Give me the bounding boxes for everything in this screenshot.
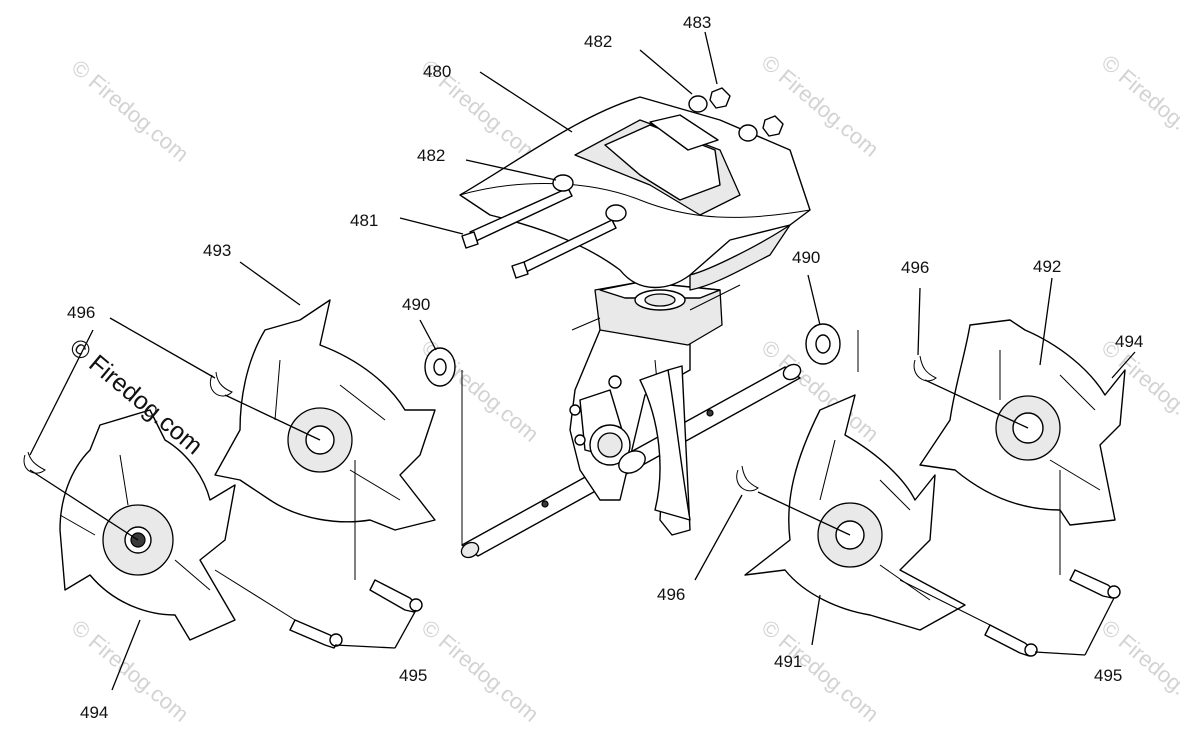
- callout-496-right: 496: [901, 258, 929, 277]
- callout-494-left: 494: [80, 703, 108, 722]
- clevis-pins: [289, 569, 1121, 657]
- watermark-text: © Firedog.com: [67, 55, 194, 167]
- tine-left-outer: [59, 409, 236, 641]
- callout-496-left: 496: [67, 303, 95, 322]
- callout-494-right: 494: [1115, 332, 1143, 351]
- callout-490-left: 490: [402, 295, 430, 314]
- watermark-text: © Firedog.com: [1097, 50, 1180, 162]
- callout-480: 480: [423, 62, 451, 81]
- washers: [424, 323, 841, 387]
- tine-right-inner: [744, 394, 966, 631]
- callout-491: 491: [774, 652, 802, 671]
- tine-left-inner: [214, 299, 436, 531]
- callout-labels: 480 481 482 482 483 490 490 491 492 493 …: [67, 13, 1143, 722]
- watermark-text: © Firedog.com: [417, 615, 544, 727]
- callout-496-center: 496: [657, 585, 685, 604]
- callout-482-left: 482: [417, 146, 445, 165]
- callout-495-left: 495: [399, 666, 427, 685]
- callout-490-right: 490: [792, 248, 820, 267]
- spacers-and-nuts: [552, 87, 784, 222]
- hairpin-clips: [23, 355, 937, 492]
- tine-shield: [459, 96, 811, 291]
- transmission-housing: [569, 281, 741, 536]
- callout-481: 481: [350, 211, 378, 230]
- tine-right-outer: [919, 319, 1126, 526]
- callout-483: 483: [683, 13, 711, 32]
- callout-482-top: 482: [584, 32, 612, 51]
- leader-lines: [29, 31, 1136, 691]
- callout-495-right: 495: [1094, 666, 1122, 685]
- shield-bolts: [461, 187, 617, 279]
- callout-492: 492: [1033, 257, 1061, 276]
- callout-493: 493: [203, 241, 231, 260]
